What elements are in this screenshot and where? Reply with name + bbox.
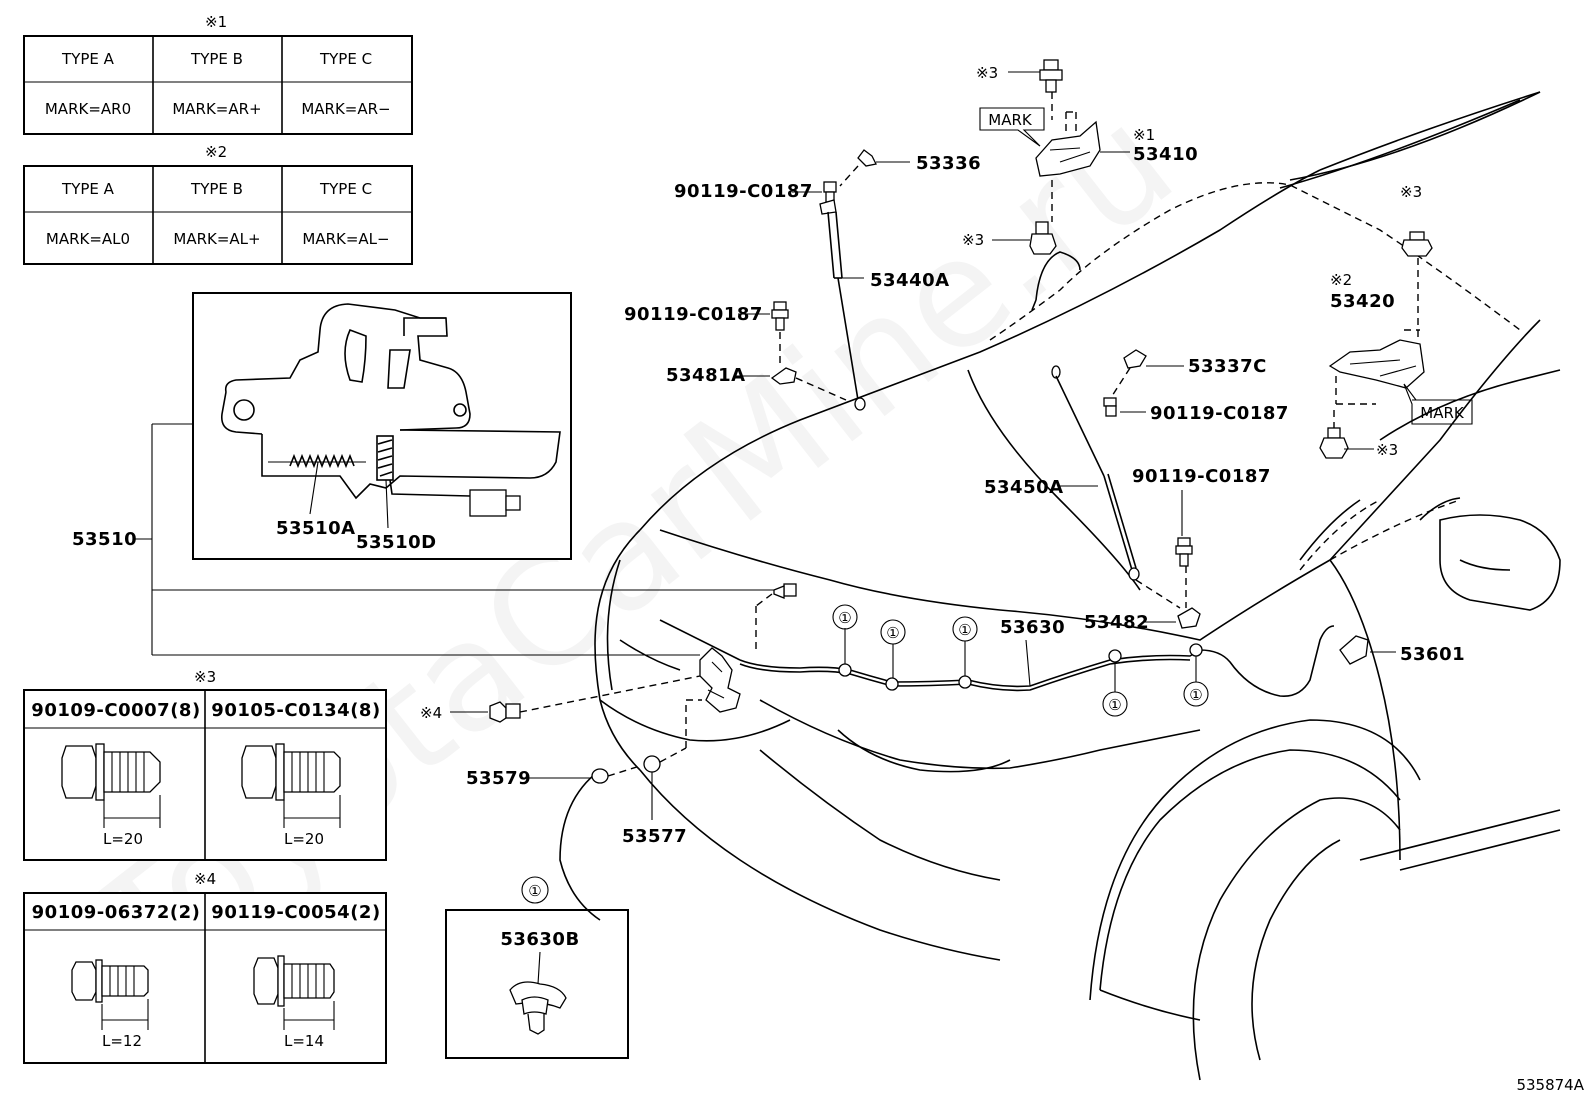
label-53337C: 53337C [1188, 356, 1267, 377]
hood-hinge-right: MARK ※3 ※3 ※1 53410 [962, 59, 1198, 255]
table1-header-b: TYPE B [190, 50, 243, 68]
label-53481A: 53481A [666, 365, 746, 386]
mark-callout-b: MARK [1420, 404, 1465, 422]
flange-bolt-icon [241, 743, 341, 801]
table3-length-2: L=20 [284, 830, 324, 848]
hood-lock-detail: 53510A 53510D [192, 292, 572, 560]
flange-bolt-icon [71, 959, 149, 1003]
label-53601: 53601 [1400, 644, 1465, 665]
ref3-label-b: ※3 [962, 231, 984, 249]
ref3-label-c: ※3 [1400, 183, 1422, 201]
detail-box-ref: ① [528, 882, 541, 900]
table3-header-2: 90105-C0134(8) [211, 700, 380, 721]
clamp-callout-2: ① [886, 624, 899, 642]
label-90119-c0187-b: 90119-C0187 [624, 304, 763, 325]
table1-header-c: TYPE C [319, 50, 372, 68]
label-90119-c0187-c: 90119-C0187 [1150, 403, 1289, 424]
table1-ref: ※1 [205, 13, 227, 31]
ref3-label-d: ※3 [1376, 441, 1398, 459]
type-table-1: ※1 TYPE A TYPE B TYPE C MARK=AR0 MARK=AR… [23, 13, 413, 135]
detail-box-part: 53630B [500, 929, 579, 950]
table1-header-a: TYPE A [61, 50, 115, 68]
table3-ref: ※3 [194, 668, 216, 686]
hood-lock-installed: ※4 53579 53577 [420, 583, 797, 847]
table3-header-1: 90109-C0007(8) [31, 700, 200, 721]
bracket-53510: 53510 [72, 423, 778, 656]
table2-ref: ※2 [205, 143, 227, 161]
table2-header-b: TYPE B [190, 180, 243, 198]
label-53440A: 53440A [870, 270, 950, 291]
ref3-label-a: ※3 [976, 64, 998, 82]
label-90119-c0187-a: 90119-C0187 [674, 181, 813, 202]
label-53510A: 53510A [276, 518, 356, 539]
clamp-callout-1: ① [838, 609, 851, 627]
clamp-callout-5: ① [1189, 686, 1202, 704]
clamp-detail-box: ① 53630B [445, 876, 629, 1059]
clamp-callout-3: ① [958, 621, 971, 639]
label-53579: 53579 [466, 768, 531, 789]
hood-support-right: 53337C 90119-C0187 53450A 90119-C0187 53… [984, 349, 1289, 633]
table1-mark-c: MARK=AR− [301, 100, 390, 118]
table3-length-1: L=20 [103, 830, 143, 848]
label-53450A: 53450A [984, 477, 1064, 498]
label-53510: 53510 [72, 529, 137, 550]
label-53336: 53336 [916, 153, 981, 174]
vehicle-body-outline [559, 91, 1561, 1081]
hood-hinge-left: MARK ※3 ※3 ※2 53420 [1319, 183, 1473, 459]
table2-header-c: TYPE C [319, 180, 372, 198]
table2-header-a: TYPE A [61, 180, 115, 198]
diagram-id: 535874A [1516, 1076, 1584, 1094]
label-90119-c0187-d: 90119-C0187 [1132, 466, 1271, 487]
table4-ref: ※4 [194, 870, 216, 888]
hood-support-left: 53336 90119-C0187 53440A 90119-C0187 534… [624, 149, 981, 411]
mark-callout-a: MARK [988, 111, 1033, 129]
label-53510D: 53510D [356, 532, 437, 553]
label-53630: 53630 [1000, 617, 1065, 638]
table4-header-2: 90119-C0054(2) [211, 902, 380, 923]
label-53577: 53577 [622, 826, 687, 847]
table4-length-2: L=14 [284, 1032, 324, 1050]
table4-header-1: 90109-06372(2) [32, 902, 201, 923]
clamp-callout-4: ① [1108, 696, 1121, 714]
ref2-label-53420: ※2 [1330, 271, 1352, 289]
ref4-label: ※4 [420, 704, 442, 722]
label-53482: 53482 [1084, 612, 1149, 633]
table2-mark-c: MARK=AL− [302, 230, 389, 248]
bolt-table-4: ※4 90109-06372(2) 90119-C0054(2) L=12 L=… [23, 870, 387, 1064]
type-table-2: ※2 TYPE A TYPE B TYPE C MARK=AL0 MARK=AL… [23, 143, 413, 265]
bolt-table-3: ※3 90109-C0007(8) 90105-C0134(8) L=20 L=… [23, 668, 387, 861]
flange-bolt-icon [61, 743, 161, 801]
release-cable: ① ① ① ① ① 53630 53601 [739, 604, 1465, 717]
label-53410: 53410 [1133, 144, 1198, 165]
table1-mark-b: MARK=AR+ [172, 100, 261, 118]
cable-clamp-icon [509, 981, 567, 1035]
table2-mark-b: MARK=AL+ [173, 230, 260, 248]
table4-length-1: L=12 [102, 1032, 142, 1050]
table2-mark-a: MARK=AL0 [46, 230, 130, 248]
table1-mark-a: MARK=AR0 [45, 100, 131, 118]
ref1-label-53410: ※1 [1133, 126, 1155, 144]
flange-bolt-icon [253, 955, 335, 1007]
label-53420: 53420 [1330, 291, 1395, 312]
